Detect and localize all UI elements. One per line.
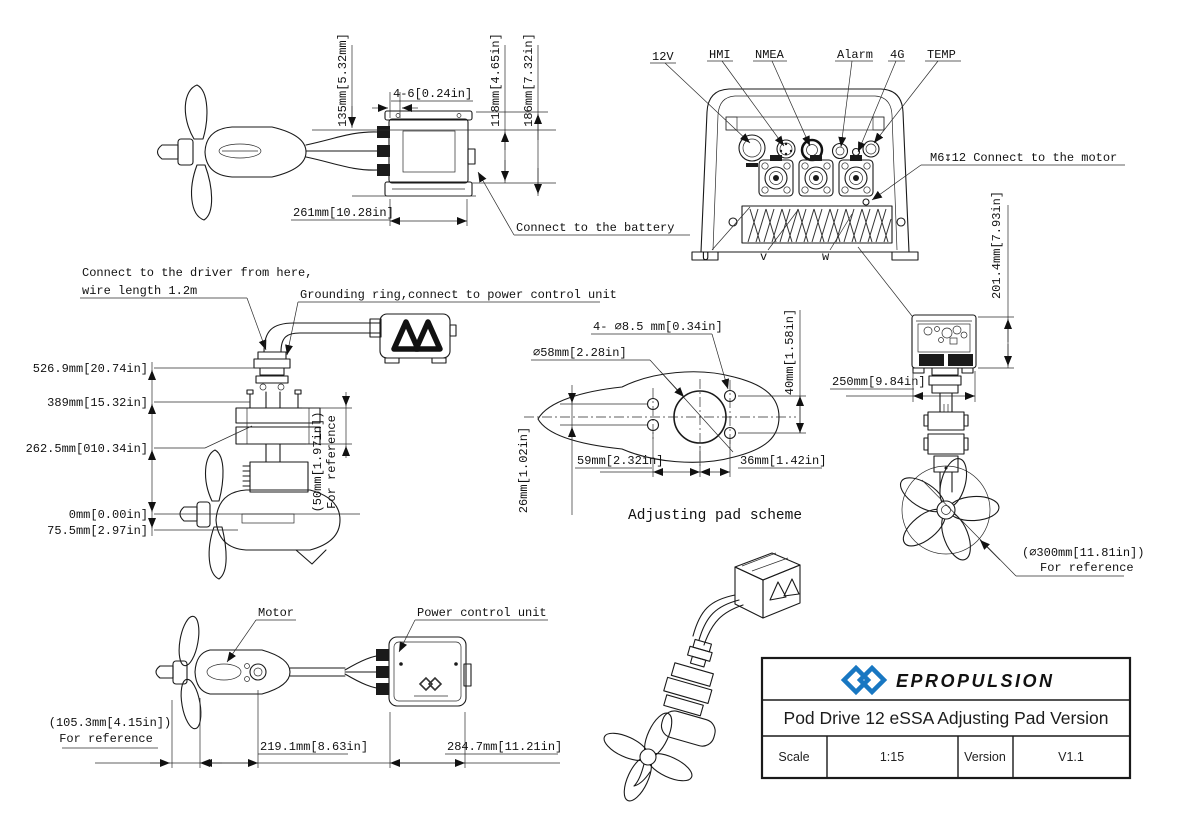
center-bore [673,390,727,444]
label-motor: Motor [258,606,294,620]
version-value: V1.1 [1058,750,1084,764]
callout-driver-1: Connect to the driver from here, [82,266,312,280]
dim-186: 186mm[7.32in] [522,33,536,127]
scale-value: 1:15 [880,750,904,764]
brand-wordmark: EPROPULSION [896,671,1055,691]
connector-alarm-icon [831,142,849,160]
propeller-icon [156,84,213,221]
callout-holes: 4- ⌀8.5 mm[0.34in] [593,320,723,334]
propeller-iso-icon [603,712,693,802]
propeller-rear-icon [900,458,1000,561]
dim-219: 219.1mm[8.63in] [260,740,368,754]
callout-grounding: Grounding ring,connect to power control … [300,288,617,302]
view-adjusting-pad: 4- ⌀8.5 mm[0.34in] ⌀58mm[2.28in] 40mm[1.… [517,309,826,524]
view-pod-side-elevation: Connect to the driver from here, wire le… [26,266,617,580]
dim-0: 0mm[0.00in] [69,508,148,522]
label-alarm: Alarm [837,48,873,62]
scale-label: Scale [778,750,809,764]
label-phase-v: v [760,250,767,264]
view-pod-isometric [603,552,801,802]
dim-261: 261mm[10.28in] [293,206,394,220]
label-phase-w: w [822,250,830,264]
pod-body [204,126,307,178]
m6-hole [862,198,870,206]
ref-105-1: (105.3mm[4.15in]) [49,716,171,730]
dim-36: 36mm[1.42in] [740,454,826,468]
title-block: EPROPULSION Pod Drive 12 eSSA Adjusting … [760,656,1132,780]
dim-4-6: 4-6[0.24in] [393,87,472,101]
view-motor-pcu-top: Motor Power control unit [49,606,562,768]
propeller-icon [155,615,202,730]
dim-389: 389mm[15.32in] [47,396,148,410]
callout-battery: Connect to the battery [516,221,674,235]
label-4g: 4G [890,48,904,62]
label-power-control-unit: Power control unit [417,606,547,620]
label-phase-u: U [702,250,709,264]
label-12v: 12V [652,50,674,64]
caption-adjusting-pad: Adjusting pad scheme [628,508,802,524]
connector-4g-icon [851,147,861,157]
power-control-unit-box [388,636,472,707]
ref-dia-300-1: (⌀300mm[11.81in]) [1022,546,1144,560]
dim-250: 250mm[9.84in] [832,375,926,389]
dim-201: 201.4mm[7.93in] [990,191,1004,299]
version-label: Version [964,750,1006,764]
label-nmea: NMEA [755,48,785,62]
dim-50-ref-2: For reference [325,415,339,509]
motor-body [194,649,291,695]
view-pod-rear: 250mm[9.84in] 201.4mm[7.93in] (⌀300mm[11… [830,191,1144,577]
vent-grille-icon [728,205,906,244]
dim-26: 26mm[1.02in] [517,427,531,513]
view-pcu-front: 12V HMI NMEA Alarm 4G TEMP M6↧12 Connect… [650,48,1125,317]
dim-50-ref-1: (50mm[1.97in]) [311,412,325,513]
dim-526: 526.9mm[20.74in] [33,362,148,376]
connector-hmi-icon [776,139,796,159]
connector-temp-icon [862,140,880,158]
propeller-icon [179,449,227,580]
pcu-bracket-side [379,313,457,364]
label-temp: TEMP [927,48,956,62]
callout-driver-2: wire length 1.2m [82,284,197,298]
ref-dia-300-2: For reference [1040,561,1134,575]
power-control-unit-top [384,110,476,197]
label-hmi: HMI [709,48,731,62]
ref-105-2: For reference [59,732,153,746]
epropulsion-logo-icon [840,664,888,696]
callout-m6: M6↧12 Connect to the motor [930,151,1117,165]
phase-connectors [758,155,874,197]
dim-59: 59mm[2.32in] [577,454,663,468]
dim-75: 75.5mm[2.97in] [47,524,148,538]
view-pod-and-pcu-top: 135mm[5.32mm] 4-6[0.24in] 118mm[4.65in] … [156,33,690,236]
dim-118: 118mm[4.65in] [489,33,503,127]
dim-40: 40mm[1.58in] [783,309,797,395]
connector-12v-icon [738,134,766,167]
dim-284: 284.7mm[11.21in] [447,740,562,754]
callout-bore: ⌀58mm[2.28in] [533,346,627,360]
dim-135: 135mm[5.32mm] [336,33,350,127]
drawing-title: Pod Drive 12 eSSA Adjusting Pad Version [784,708,1109,728]
dim-262: 262.5mm[010.34in] [26,442,148,456]
